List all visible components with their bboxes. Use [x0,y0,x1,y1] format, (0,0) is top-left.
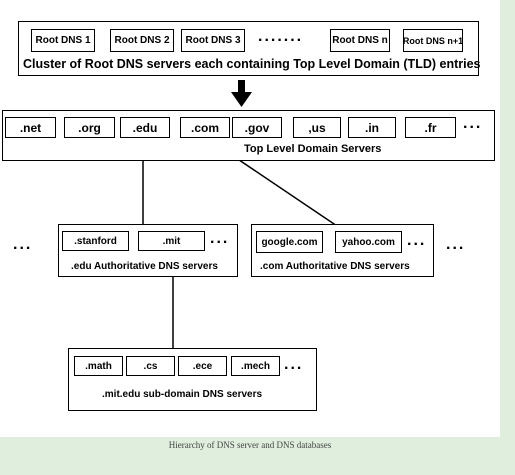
mit-ece: .ece [178,356,227,376]
root-server: Root DNS 2 [110,29,174,52]
mit-math: .math [74,356,123,376]
tld-org: .org [64,117,115,138]
mit-mech: .mech [231,356,280,376]
edu-stanford: .stanford [62,231,129,251]
root-server: Root DNS 3 [181,29,245,52]
mit-ellipsis: ... [284,356,304,373]
edu-mit: .mit [138,231,205,251]
com-google: google.com [256,231,323,253]
com-ellipsis: ... [407,232,427,249]
edu-ellipsis: ... [210,230,230,247]
tld-us: ,us [293,117,341,138]
com-caption: .com Authoritative DNS servers [260,261,410,272]
left-ellipsis: ... [13,236,33,253]
root-server: Root DNS 1 [31,29,95,52]
mit-caption: .mit.edu sub-domain DNS servers [102,389,263,400]
tld-gov: .gov [232,117,282,138]
arrow-shaft [238,80,245,92]
tld-caption: Top Level Domain Servers [244,143,382,155]
down-arrow-icon [231,92,252,107]
root-server: Root DNS n+1 [403,29,463,52]
tld-com: .com [180,117,230,138]
com-yahoo: yahoo.com [335,231,402,253]
root-server: Root DNS n [330,29,390,52]
root-ellipsis: ....... [258,28,304,45]
tld-net: .net [5,117,56,138]
figure-caption: Hierarchy of DNS server and DNS database… [168,440,332,450]
tld-fr: .fr [405,117,456,138]
tld-ellipsis: ... [463,115,483,132]
mit-cs: .cs [126,356,175,376]
right-ellipsis: ... [446,236,466,253]
tld-in: .in [348,117,396,138]
tld-edu: .edu [120,117,170,138]
root-cluster-caption: Cluster of Root DNS servers each contain… [23,57,481,71]
edu-caption: .edu Authoritative DNS servers [71,261,218,272]
